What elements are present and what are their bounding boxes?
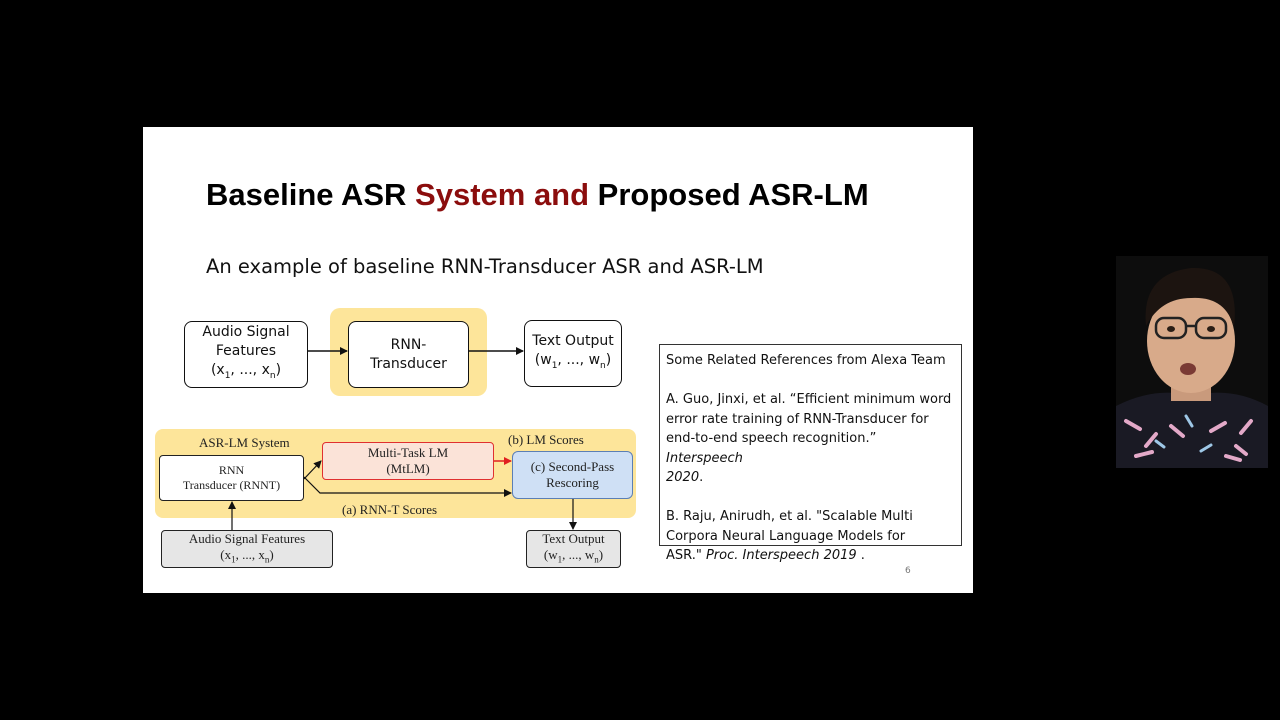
ref-a-line4: 2020. bbox=[666, 470, 704, 485]
top-rnn-line1: RNN- bbox=[390, 336, 427, 353]
top-text-output-box: Text Output (w1, ..., wn) bbox=[524, 320, 622, 387]
mtlm-line1: Multi-Task LM bbox=[367, 445, 449, 460]
slide-title: Baseline ASR System and Proposed ASR-LM bbox=[206, 177, 869, 213]
title-accent: System and bbox=[415, 177, 590, 212]
rescoring-line2: Rescoring bbox=[546, 475, 599, 490]
ref-a-line1: A. Guo, Jinxi, et al. “Efficient minimum… bbox=[666, 392, 952, 407]
diagram-arrows bbox=[228, 347, 577, 530]
ref-b-line3: ASR." Proc. Interspeech 2019 . bbox=[666, 548, 865, 563]
top-audio-line1: Audio Signal bbox=[202, 324, 290, 341]
arrow-rnnt-to-mtlm bbox=[303, 460, 322, 480]
bottom-text-line1: Text Output bbox=[542, 530, 605, 546]
presentation-slide: Baseline ASR System and Proposed ASR-LM … bbox=[143, 127, 973, 593]
top-audio-line2: Features bbox=[215, 343, 277, 360]
references-box: Some Related References from Alexa Team … bbox=[659, 344, 962, 563]
rnnt-line2: Transducer (RNNT) bbox=[182, 478, 281, 492]
top-rnn-transducer-box: RNN- Transducer bbox=[348, 321, 469, 388]
title-part-1: Baseline ASR bbox=[206, 177, 416, 212]
references-heading: Some Related References from Alexa Team bbox=[666, 353, 946, 368]
title-part-2: Proposed ASR-LM bbox=[589, 177, 869, 212]
presenter-webcam bbox=[1116, 256, 1268, 468]
bottom-audio-features-box: Audio Signal Features (x1, ..., xn) bbox=[161, 530, 333, 568]
top-audio-vars: (x1, ..., xn) bbox=[210, 362, 282, 381]
presenter-avatar-icon bbox=[1116, 256, 1268, 468]
rnnt-box: RNN Transducer (RNNT) bbox=[159, 455, 304, 501]
slide-subtitle: An example of baseline RNN-Transducer AS… bbox=[206, 255, 764, 278]
top-audio-features-box: Audio Signal Features (x1, ..., xn) bbox=[184, 321, 308, 388]
bottom-audio-line1: Audio Signal Features bbox=[188, 530, 306, 546]
page-number: 6 bbox=[905, 566, 911, 576]
rescoring-line1: (c) Second-Pass bbox=[530, 459, 615, 474]
arrow-rnnt-to-rescoring bbox=[303, 476, 512, 497]
bottom-audio-vars: (x1, ..., xn) bbox=[220, 546, 274, 565]
second-pass-rescoring-box: (c) Second-Pass Rescoring bbox=[512, 451, 633, 499]
top-text-vars: (w1, ..., wn) bbox=[534, 351, 612, 371]
ref-a-line3: end-to-end speech recognition.” Interspe… bbox=[666, 431, 877, 466]
mtlm-line2: (MtLM) bbox=[386, 461, 430, 476]
rnnt-scores-label: (a) RNN-T Scores bbox=[342, 502, 438, 517]
lm-scores-label: (b) LM Scores bbox=[508, 432, 584, 447]
ref-a-line2: error rate training of RNN-Transducer fo… bbox=[666, 411, 929, 427]
ref-b-line1: B. Raju, Anirudh, et al. "Scalable Multi bbox=[666, 509, 913, 524]
top-text-line1: Text Output bbox=[532, 332, 614, 349]
bottom-text-vars: (w1, ..., wn) bbox=[543, 546, 604, 565]
asr-lm-system-label: ASR-LM System bbox=[199, 435, 290, 450]
bottom-text-output-box: Text Output (w1, ..., wn) bbox=[526, 530, 621, 568]
rnnt-line1: RNN bbox=[218, 463, 245, 477]
top-rnn-line2: Transducer bbox=[370, 355, 447, 372]
ref-b-line2: Corpora Neural Language Models for bbox=[666, 528, 906, 544]
mtlm-box: Multi-Task LM (MtLM) bbox=[322, 442, 494, 480]
